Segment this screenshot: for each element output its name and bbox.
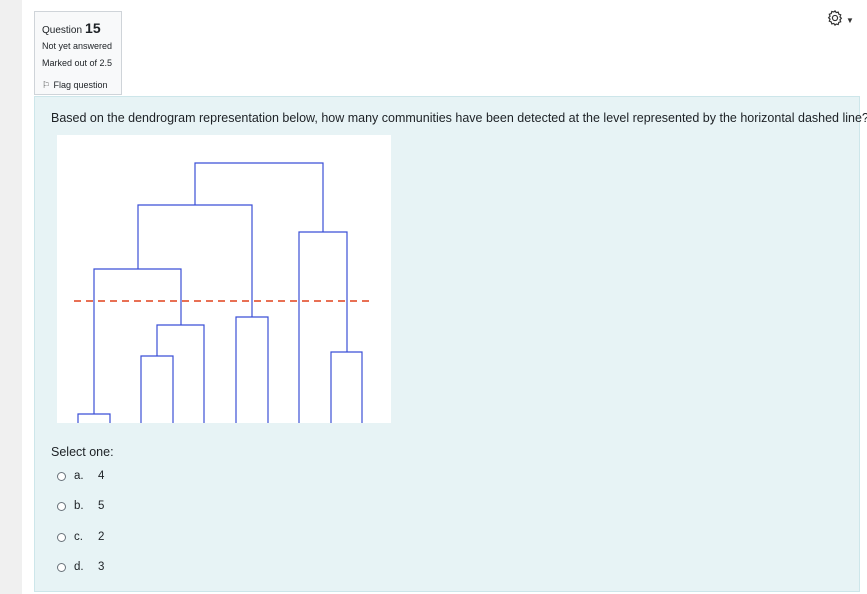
- answer-option-a[interactable]: a. 4: [57, 468, 104, 484]
- flag-icon: ⚐: [42, 80, 51, 90]
- radio-button[interactable]: [57, 471, 66, 481]
- question-text: Based on the dendrogram representation b…: [51, 111, 867, 125]
- option-value: 3: [98, 561, 105, 573]
- dendrogram-lines: [77, 162, 363, 423]
- question-label: Question: [42, 25, 83, 36]
- option-letter: b.: [74, 500, 84, 512]
- radio-button[interactable]: [57, 532, 66, 542]
- answer-option-d[interactable]: d. 3: [57, 559, 104, 575]
- dendrogram-link: [156, 324, 205, 423]
- question-marks: Marked out of 2.5: [42, 58, 113, 68]
- question-number: 15: [85, 20, 101, 36]
- answer-option-c[interactable]: c. 2: [57, 529, 104, 545]
- option-letter: d.: [74, 561, 84, 573]
- dendrogram-link: [77, 413, 111, 423]
- dendrogram-link: [330, 351, 363, 423]
- option-letter: a.: [74, 470, 84, 482]
- dendrogram-link: [93, 268, 182, 414]
- option-value: 5: [98, 500, 105, 512]
- dendrogram-link: [194, 162, 324, 232]
- option-value: 4: [98, 470, 105, 482]
- option-value: 2: [98, 531, 105, 543]
- flag-question-link[interactable]: ⚐ Flag question: [42, 76, 121, 94]
- question-content: Based on the dendrogram representation b…: [34, 96, 867, 592]
- dendrogram-link: [235, 316, 269, 423]
- chevron-down-icon: ▼: [846, 15, 854, 25]
- dendrogram-link: [140, 355, 174, 423]
- settings-menu-button[interactable]: ▼: [826, 9, 858, 32]
- dendrogram-image: [57, 135, 391, 423]
- question-status: Not yet answered: [42, 41, 113, 51]
- radio-button[interactable]: [57, 562, 66, 572]
- answer-option-b[interactable]: b. 5: [57, 498, 104, 514]
- option-letter: c.: [74, 531, 83, 543]
- radio-button[interactable]: [57, 501, 66, 511]
- dendrogram-link: [298, 231, 348, 423]
- left-rail: [0, 0, 22, 594]
- flag-question-label: Flag question: [53, 80, 108, 90]
- select-one-prompt: Select one:: [51, 445, 114, 459]
- gear-icon: [826, 9, 844, 32]
